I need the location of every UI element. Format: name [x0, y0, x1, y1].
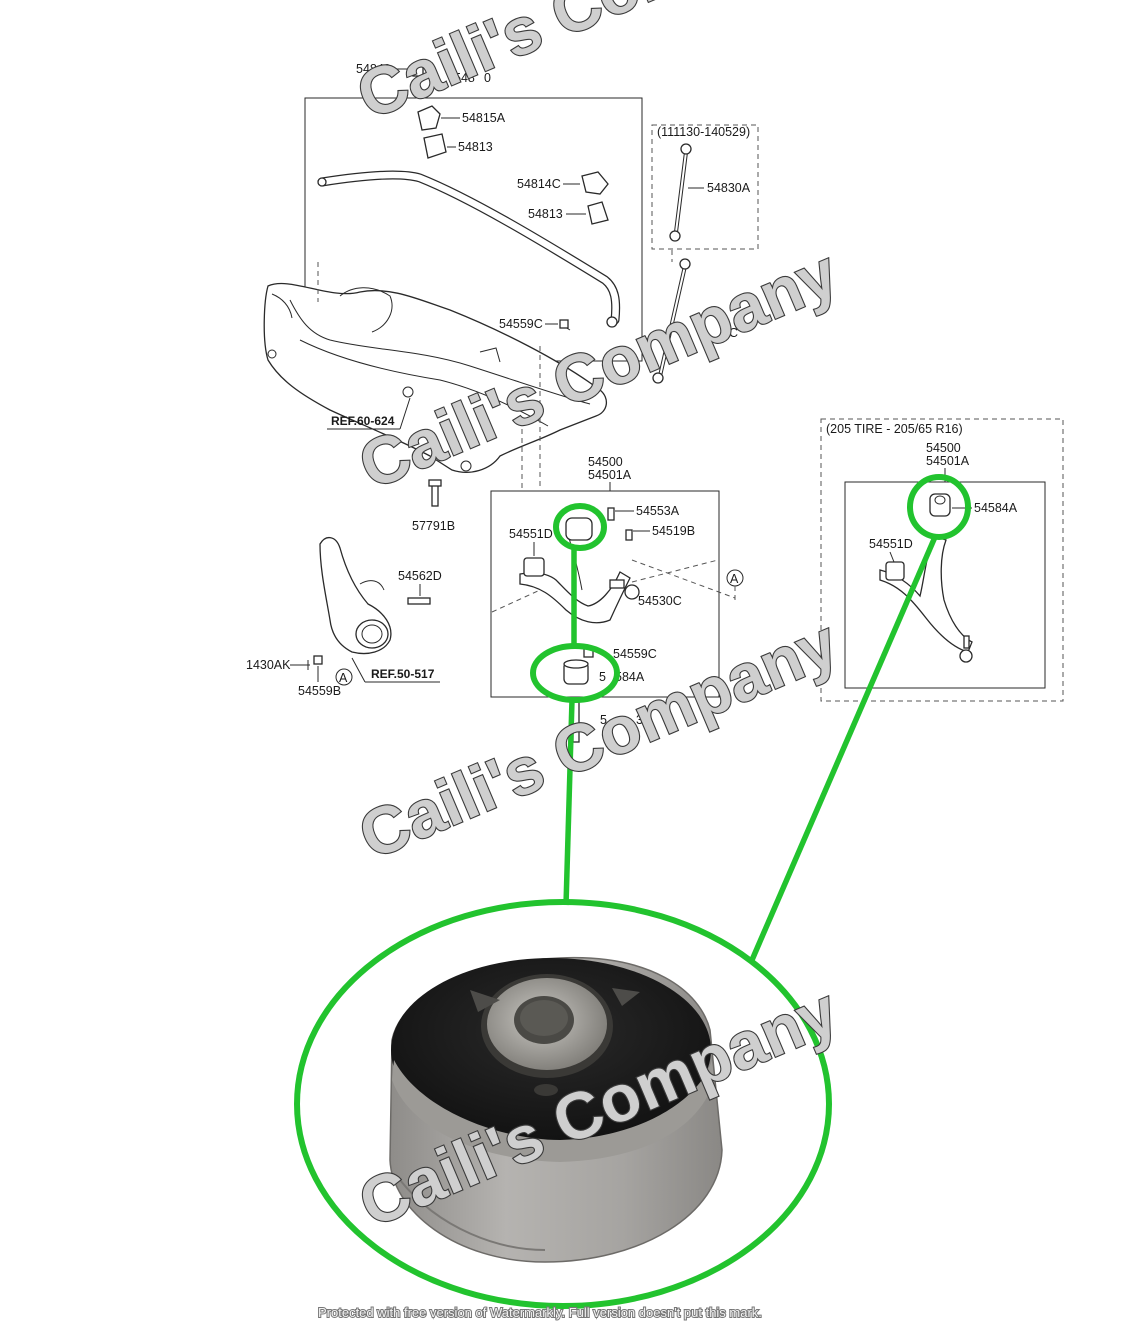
watermark-footer: Protected with free version of Watermark…: [318, 1305, 762, 1320]
steering-knuckle-group: 54562D 1430AK 54559B A REF.50-517: [246, 537, 442, 698]
marker-a-right-label: A: [730, 572, 739, 586]
label-54584A-low: 584A: [615, 670, 645, 684]
label-bolt-partial-tail: 3: [636, 713, 643, 727]
variant-label-54551D: 54551D: [869, 537, 913, 551]
bolt-54562D: [407, 597, 431, 605]
ball-joint-54530C: [624, 584, 640, 600]
highlight-variant-bushing: [907, 474, 971, 540]
label-54815A: 54815A: [462, 111, 506, 125]
variant-label-54501A: 54501A: [926, 454, 970, 468]
bracket-54814C: [581, 171, 609, 195]
label-57791B: 57791B: [412, 519, 455, 533]
variant-title: (205 TIRE - 205/65 R16): [826, 422, 963, 436]
highlight-rear-bushing: [530, 643, 620, 703]
label-54501A: 54501A: [588, 468, 632, 482]
watermark-1: Caili's Company: [347, 0, 846, 133]
highlight-front-bushing: [553, 503, 607, 551]
stabilizer-bar-group: 54849 548 0 54815A 54813 54814C 54813: [304, 62, 643, 362]
label-54810: 548: [454, 71, 475, 85]
label-54849: 54849: [356, 62, 391, 76]
label-bolt-partial: 5: [600, 713, 607, 727]
highlight-photo-circle: [294, 899, 832, 1309]
label-54813-lower: 54813: [528, 207, 563, 221]
label-54559C-low: 54559C: [613, 647, 657, 661]
bushing-54813-lower: [587, 201, 609, 225]
variant-label-54500: 54500: [926, 441, 961, 455]
label-54559B: 54559B: [298, 684, 341, 698]
stabilizer-link-group: (111130-140529) 54830A 0C: [651, 124, 759, 384]
variant-lower-arm: [879, 535, 973, 653]
label-54500: 54500: [588, 455, 623, 469]
label-ref-60-624: REF.60-624: [331, 414, 395, 428]
label-54559C-top: 54559C: [499, 317, 543, 331]
tire-variant-group: (205 TIRE - 205/65 R16) 54500 54501A 545…: [820, 418, 1064, 702]
lower-arm-group: 54500 54501A 54553A 54519B 54551D 54530C…: [490, 455, 744, 743]
bushing-54813-top: [423, 133, 447, 159]
label-range-note: (111130-140529): [657, 125, 750, 139]
highlight-callouts: [294, 474, 971, 1309]
watermark-3: Caili's Company: [349, 605, 848, 873]
label-54530C: 54530C: [638, 594, 682, 608]
variant-label-54584A: 54584A: [974, 501, 1018, 515]
nut-54559B: [313, 655, 323, 665]
label-54553A: 54553A: [636, 504, 680, 518]
label-54551D: 54551D: [509, 527, 553, 541]
link-variant-box: [651, 124, 759, 250]
bolt-54849: [412, 63, 424, 77]
highlight-connector-variant: [749, 535, 938, 962]
crossmember-subframe: 54559C REF.60-624 57791B: [263, 262, 607, 533]
label-54810-tail: 0: [484, 71, 491, 85]
label-54830C-tail: 0C: [722, 326, 738, 340]
label-54830A: 54830A: [707, 181, 751, 195]
label-54519B: 54519B: [652, 524, 695, 538]
bushing-photo: [389, 956, 723, 1263]
marker-a-left-label: A: [339, 671, 348, 685]
label-54584A-low-head: 5: [599, 670, 606, 684]
lower-arm: [519, 571, 631, 624]
tire-variant-box: [820, 418, 1064, 702]
bushing-54551D: [523, 557, 545, 577]
label-54813-top: 54813: [458, 140, 493, 154]
label-ref-50-517: REF.50-517: [371, 667, 435, 681]
lower-arm-box: [490, 490, 720, 698]
marker-a-left: [335, 668, 353, 686]
bracket-54815A: [417, 105, 441, 131]
label-1430AK: 1430AK: [246, 658, 291, 672]
variant-inner-box: [844, 481, 1046, 689]
bolt-57791B: [431, 483, 439, 507]
variant-bushing-54584A: [929, 493, 951, 517]
highlight-connector-rear: [563, 699, 575, 906]
bolt-54553A: [607, 507, 615, 521]
bolt-54519B: [625, 529, 633, 541]
label-54814C: 54814C: [517, 177, 561, 191]
label-54562D: 54562D: [398, 569, 442, 583]
